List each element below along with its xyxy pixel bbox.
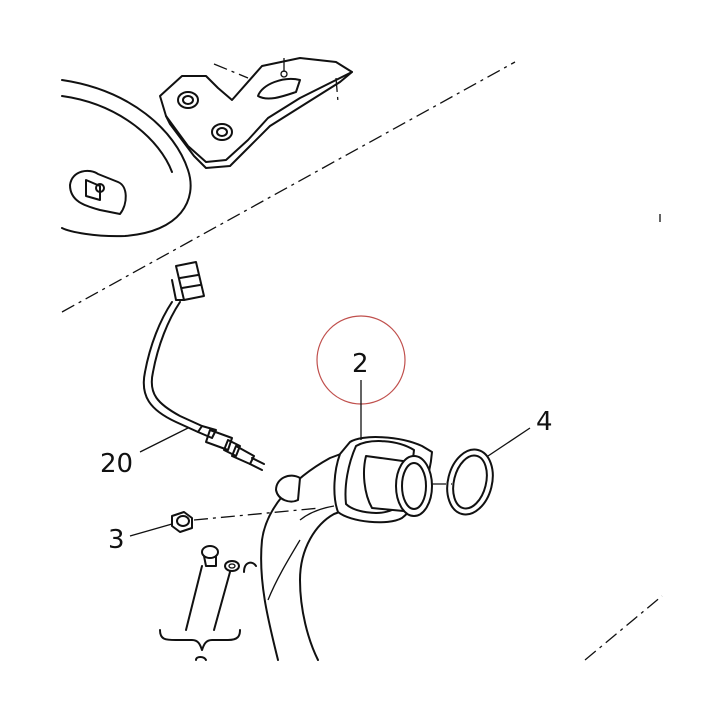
gasket-ring-part — [432, 448, 494, 516]
callout-2: 2 — [352, 349, 369, 379]
centerline-upper — [61, 61, 516, 313]
leader-line-4 — [487, 427, 531, 457]
centerline-lower — [584, 595, 663, 661]
flange-nut-part — [171, 507, 321, 533]
engine-cover-part — [61, 79, 192, 238]
oxygen-sensor-part — [142, 261, 265, 471]
leader-line-3 — [129, 523, 173, 537]
stud-washer-right — [224, 560, 240, 572]
leader-line-20 — [139, 427, 189, 453]
callout-3: 3 — [108, 525, 125, 555]
grouping-brace — [159, 565, 241, 661]
stud-bolt-left — [201, 545, 219, 567]
callout-20: 20 — [100, 449, 133, 479]
mounting-bracket-part — [159, 57, 353, 169]
exhaust-pipe-part — [243, 451, 357, 661]
callout-4: 4 — [536, 407, 553, 437]
exhaust-flange-part — [333, 436, 433, 524]
